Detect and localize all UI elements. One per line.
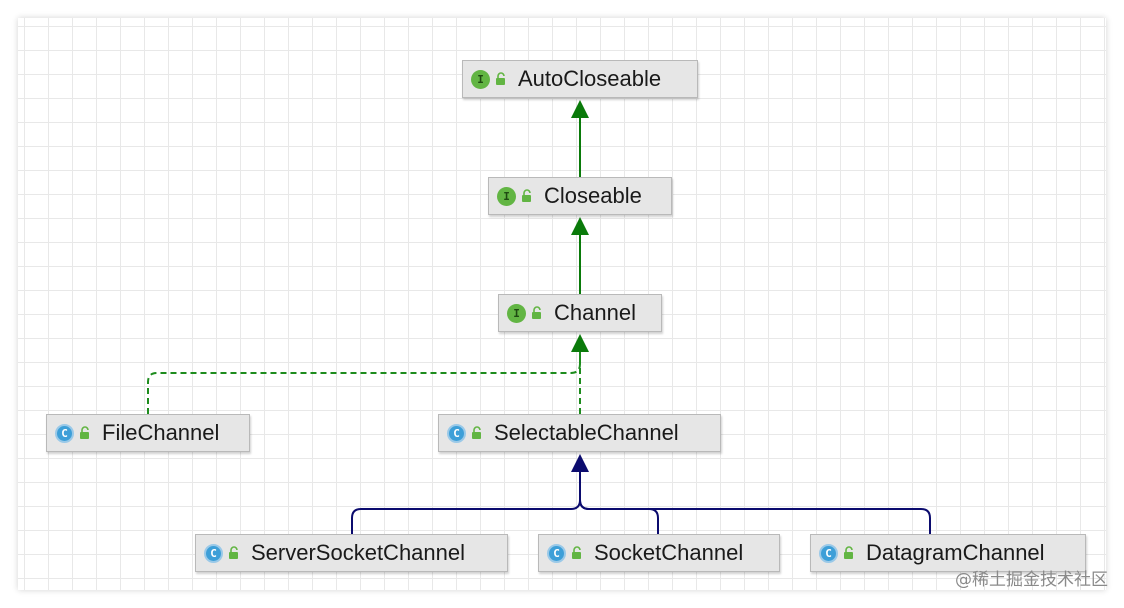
node-datagramchannel[interactable]: C DatagramChannel — [810, 534, 1086, 572]
node-serversocketchannel[interactable]: C ServerSocketChannel — [195, 534, 508, 572]
unlocked-padlock-icon — [844, 546, 853, 559]
node-label: FileChannel — [102, 420, 220, 445]
node-label: Closeable — [544, 183, 642, 208]
arrowhead-closeable — [571, 217, 589, 235]
node-selectablechannel[interactable]: C SelectableChannel — [438, 414, 721, 452]
unlocked-padlock-icon — [532, 306, 541, 319]
arrowhead-autocloseable — [571, 100, 589, 118]
class-badge-icon: C — [547, 543, 566, 563]
node-filechannel[interactable]: C FileChannel — [46, 414, 250, 452]
interface-badge-icon: I — [507, 303, 526, 323]
class-badge-icon: C — [819, 543, 838, 563]
unlocked-padlock-icon — [229, 546, 238, 559]
node-channel[interactable]: I Channel — [498, 294, 662, 332]
unlocked-padlock-icon — [522, 189, 531, 202]
arrowhead-channel — [571, 334, 589, 352]
interface-badge-icon: I — [497, 186, 516, 206]
edge-datagramchannel-selectablechannel — [579, 499, 931, 534]
node-label: SocketChannel — [594, 540, 744, 565]
node-label: SelectableChannel — [494, 420, 679, 445]
node-label: DatagramChannel — [866, 540, 1045, 565]
interface-badge-icon: I — [471, 69, 490, 89]
unlocked-padlock-icon — [572, 546, 581, 559]
node-closeable[interactable]: I Closeable — [488, 177, 672, 215]
node-label: AutoCloseable — [518, 66, 662, 91]
class-badge-icon: C — [55, 423, 74, 443]
class-badge-icon: C — [447, 423, 466, 443]
node-socketchannel[interactable]: C SocketChannel — [538, 534, 780, 572]
node-autocloseable[interactable]: I AutoCloseable — [462, 60, 698, 98]
unlocked-padlock-icon — [472, 426, 481, 439]
edge-filechannel-channel — [147, 352, 581, 414]
edge-socketchannel-selectablechannel — [579, 499, 659, 534]
unlocked-padlock-icon — [496, 72, 505, 85]
edge-serversocketchannel-selectablechannel — [351, 472, 581, 534]
unlocked-padlock-icon — [80, 426, 89, 439]
node-label: Channel — [554, 300, 636, 325]
watermark: @稀土掘金技术社区 — [955, 570, 1108, 590]
class-badge-icon: C — [204, 543, 223, 563]
node-label: ServerSocketChannel — [251, 540, 466, 565]
arrowhead-selectablechannel — [571, 454, 589, 472]
